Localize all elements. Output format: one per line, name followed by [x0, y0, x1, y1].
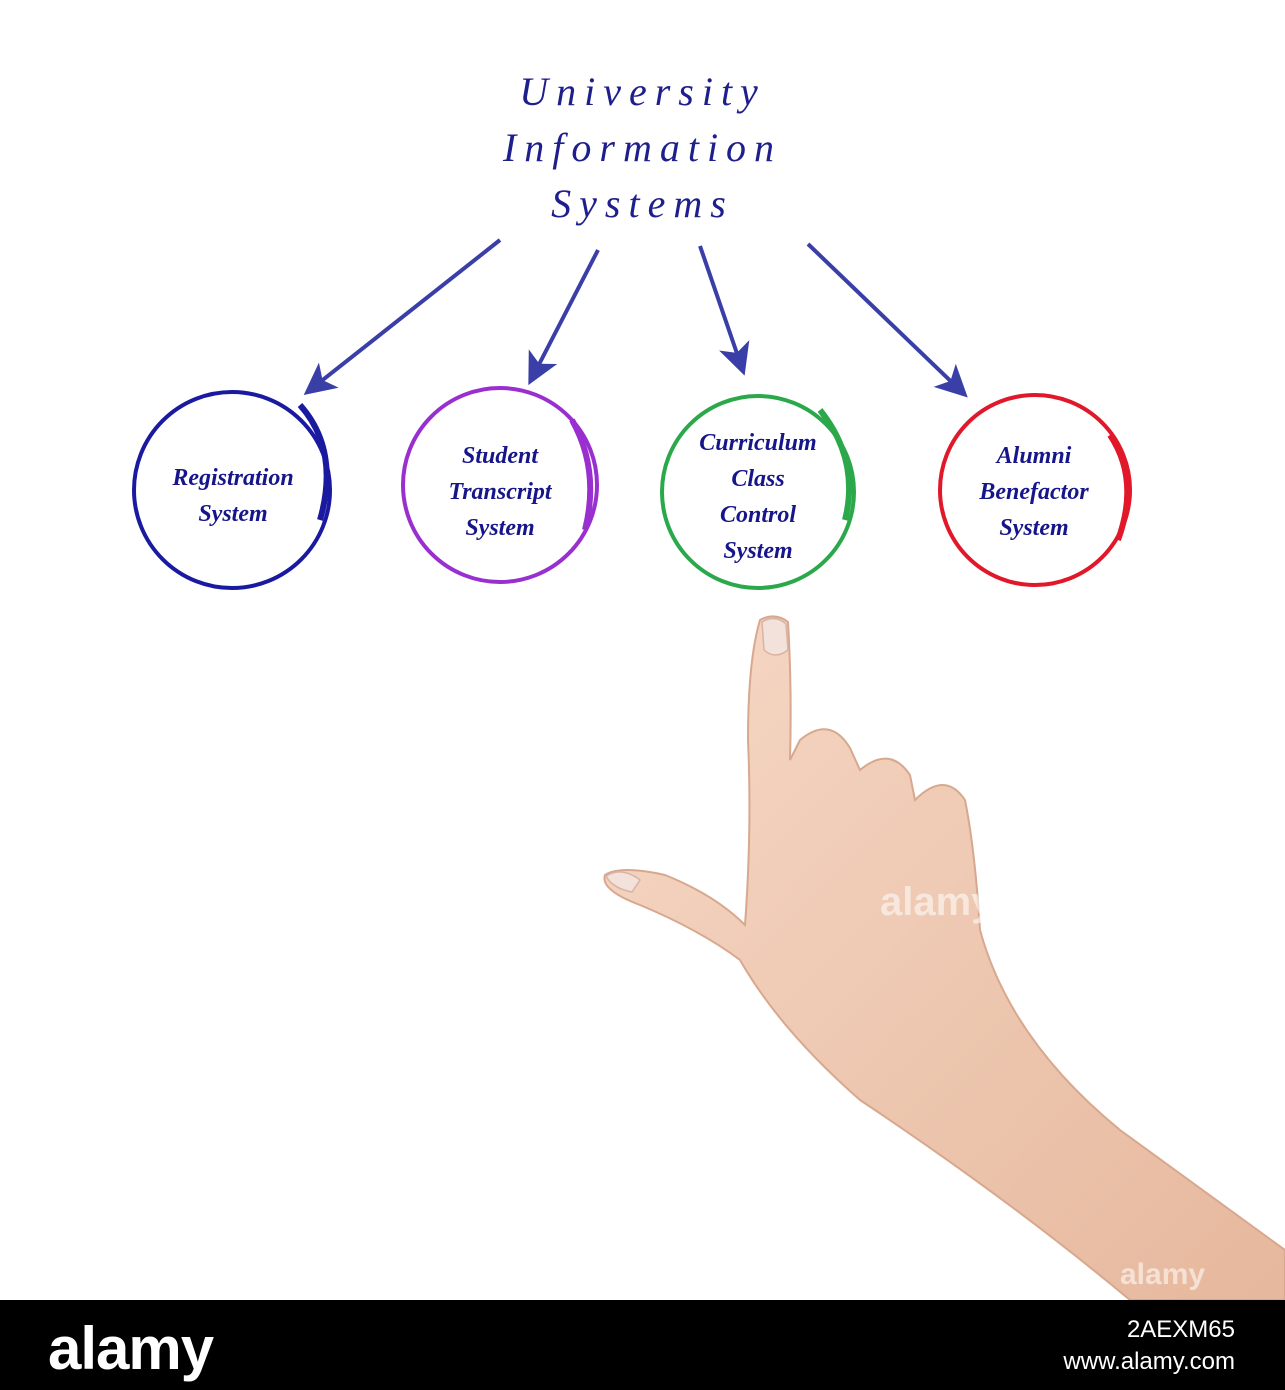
- footer-bar: alamy 2AEXM65 www.alamy.com: [0, 1300, 1285, 1390]
- diagram-title-line-1: University: [519, 69, 766, 114]
- image-id: 2AEXM65: [1126, 1316, 1235, 1343]
- node-label-line: System: [198, 501, 268, 527]
- node-label-line: Alumni: [996, 443, 1072, 469]
- node-label-line: Benefactor: [979, 479, 1089, 505]
- node-label-line: Transcript: [448, 479, 552, 505]
- alamy-logo: alamy: [48, 1315, 214, 1382]
- arrow-to-registration: [303, 238, 502, 395]
- node-label-line: System: [723, 538, 793, 564]
- diagram-svg: [132, 238, 1285, 1300]
- node-label-line: Registration: [172, 465, 294, 491]
- diagram-title-line-3: Systems: [551, 181, 734, 226]
- node-label-curriculum: Curriculum Class Control System: [663, 425, 853, 569]
- diagram-canvas: University Information Systems Registrat…: [132, 69, 1285, 1300]
- node-label-line: Control: [719, 502, 797, 528]
- diagram-title-line-2: Information: [502, 125, 783, 170]
- fingernail: [761, 617, 789, 656]
- node-label-registration: Registration System: [138, 460, 328, 532]
- node-label-line: Student: [461, 443, 539, 469]
- node-label-line: Class: [731, 466, 785, 492]
- arrow-to-alumni: [806, 242, 968, 398]
- transcript-ring: [401, 386, 599, 584]
- watermark: alamy: [1120, 1258, 1206, 1291]
- node-label-line: System: [999, 515, 1069, 541]
- footer-ids: 2AEXM65 www.alamy.com: [1063, 1314, 1235, 1378]
- node-label-line: System: [465, 515, 535, 541]
- thumbnail: [605, 871, 642, 893]
- arrow-to-curriculum: [698, 245, 750, 376]
- registration-ring: [132, 390, 332, 590]
- site-url: www.alamy.com: [1063, 1348, 1235, 1375]
- alumni-ring: [938, 393, 1132, 587]
- arrow-to-transcript: [528, 249, 600, 386]
- watermark: alamy: [880, 880, 994, 924]
- node-label-transcript: Student Transcript System: [405, 438, 595, 546]
- curriculum-ring: [660, 394, 856, 590]
- pointing-hand: [603, 615, 1285, 1300]
- node-label-alumni: Alumni Benefactor System: [939, 438, 1129, 546]
- node-label-line: Curriculum: [699, 430, 817, 456]
